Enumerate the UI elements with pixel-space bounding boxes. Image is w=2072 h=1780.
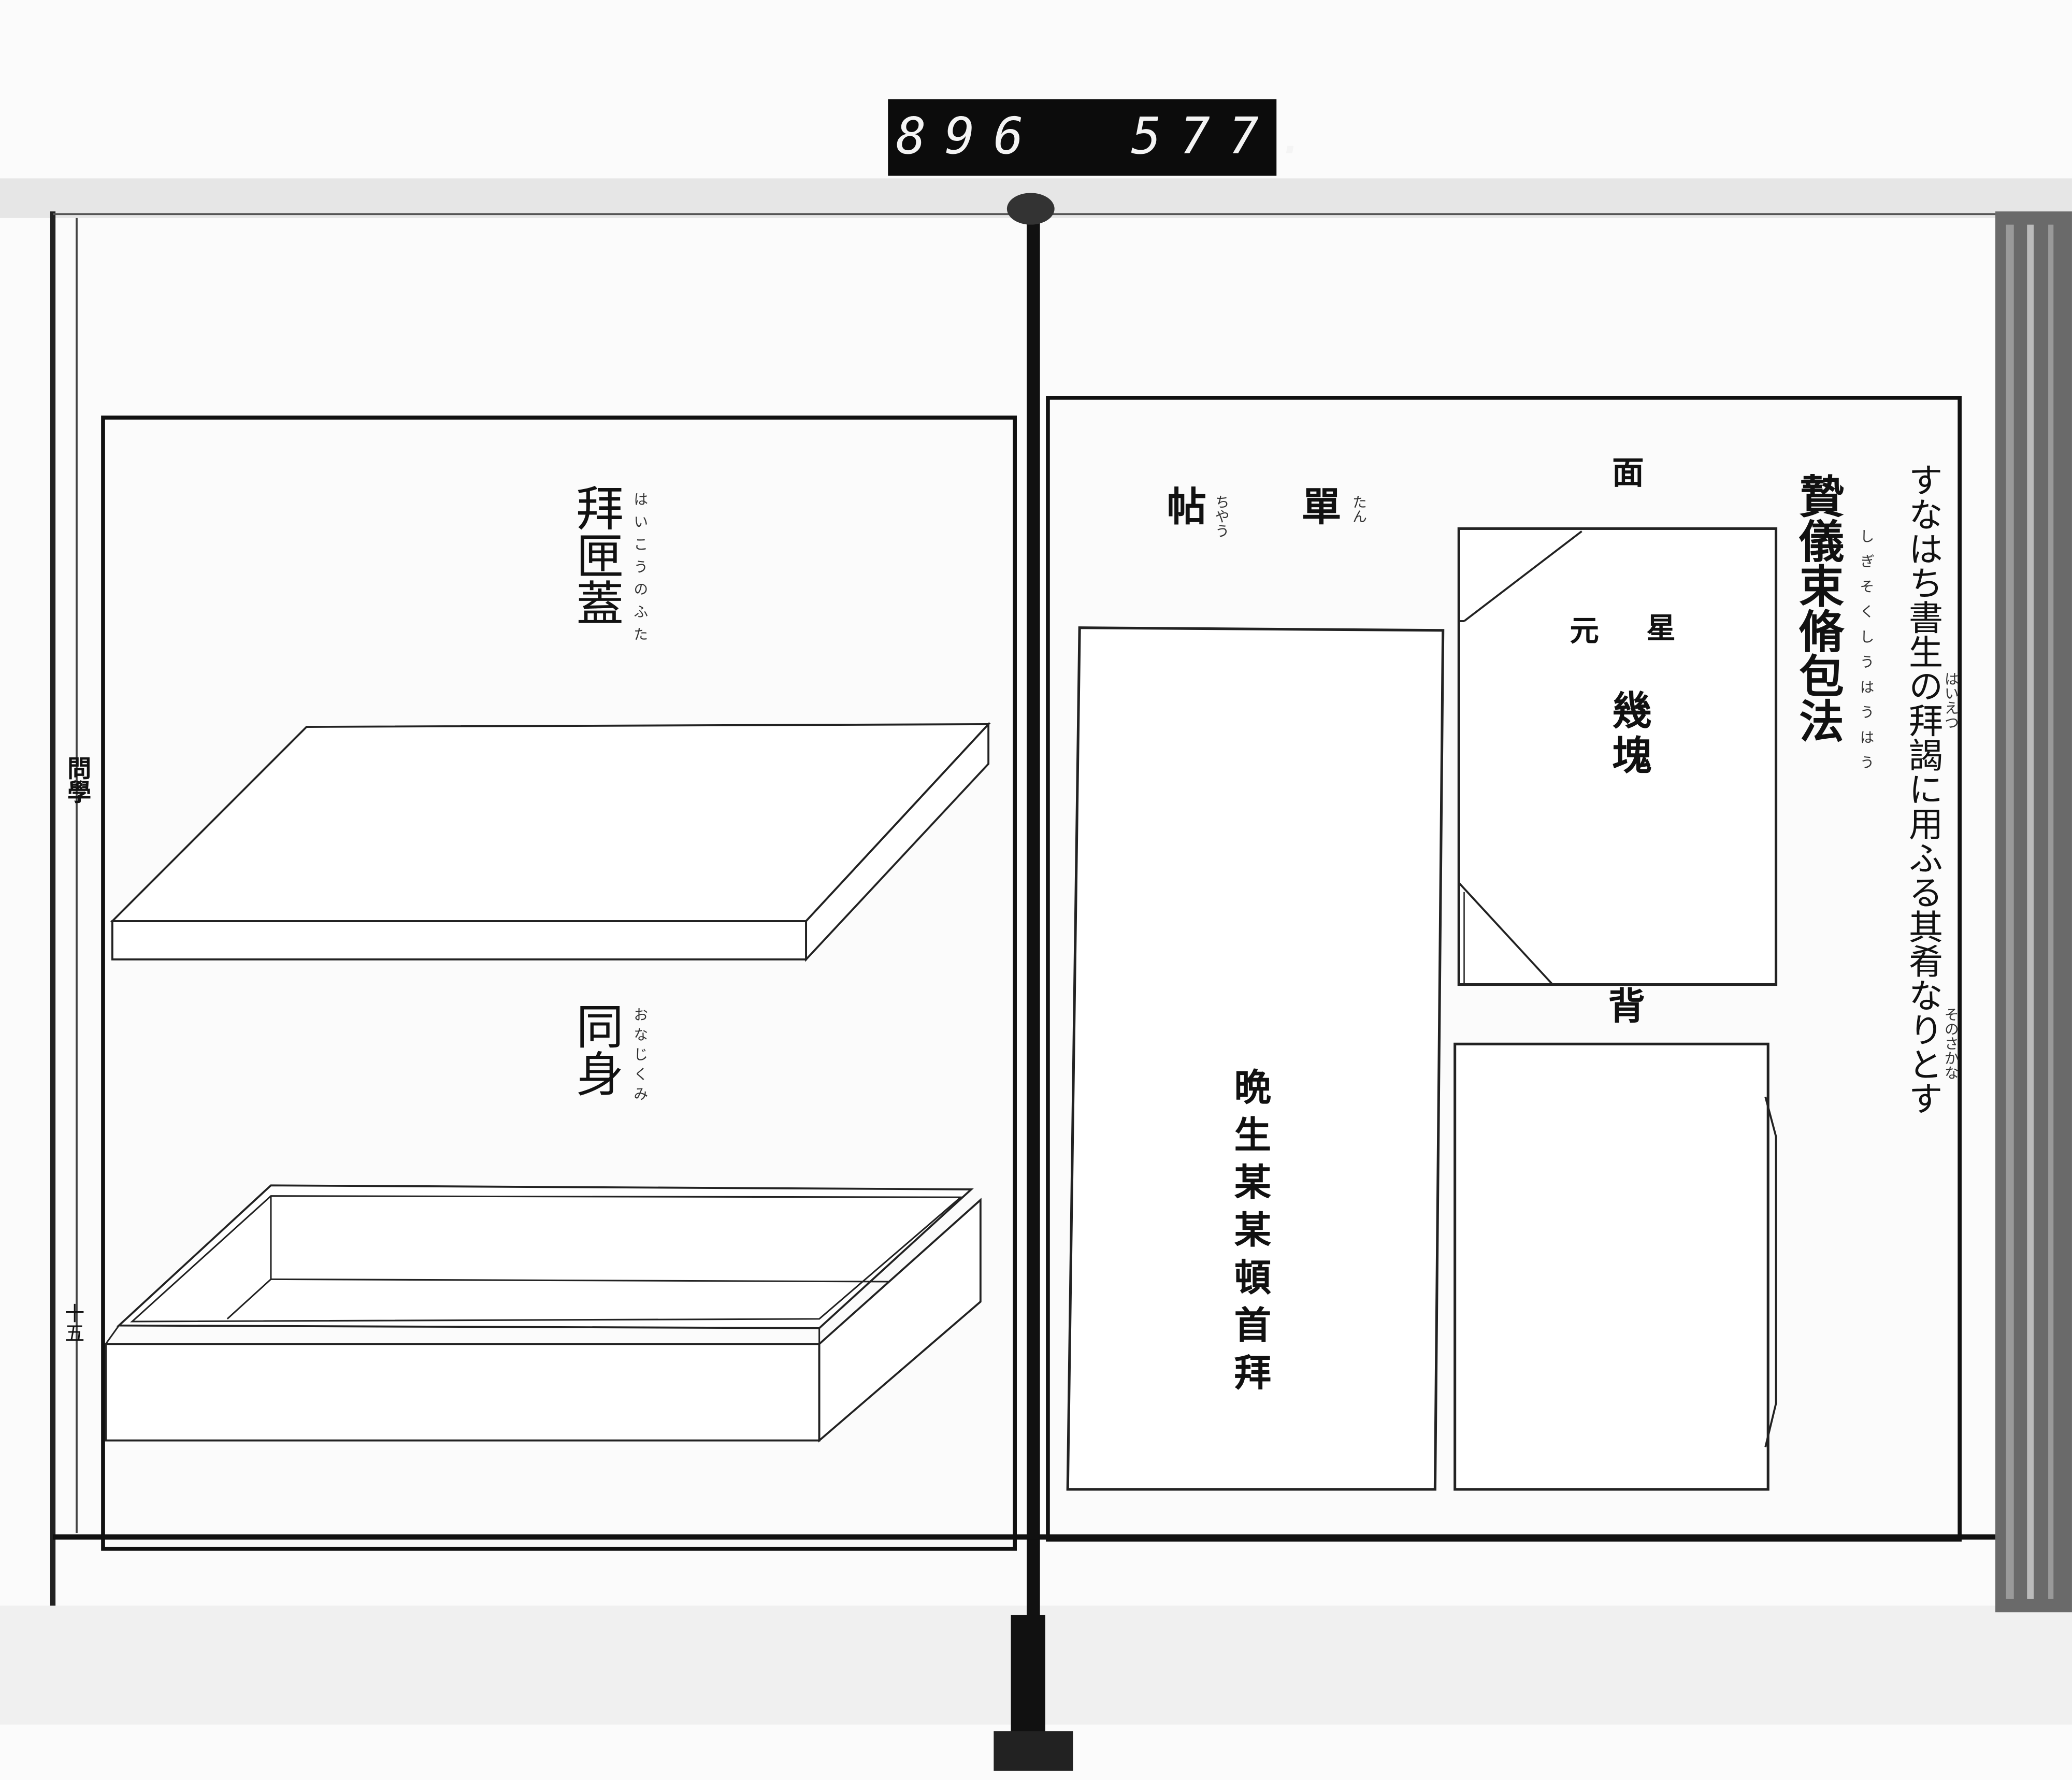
back-label: 背 (1608, 984, 1646, 1028)
lid-caption-ruby: はいこうのふた (631, 491, 649, 649)
catalog-number-left: 896 (896, 107, 1042, 165)
wrapper-back-fold (1764, 1096, 1777, 1447)
catalog-number-right: 577. (1131, 107, 1326, 165)
description-ruby-bottom: そのさかな (1942, 1007, 1960, 1080)
box-side-face (818, 1198, 982, 1443)
lid-side-face (805, 722, 990, 962)
wrapper-top-left: 元 (1570, 614, 1599, 649)
wrapper-back-outline (1454, 1042, 1769, 1491)
page-number: 十五 (62, 1303, 86, 1343)
body-caption: 同身 (568, 1001, 623, 1097)
card-heading-2: 帖 (1167, 485, 1207, 532)
section-title-ruby: しぎそくしうはうはう (1858, 528, 1875, 780)
right-frame (1046, 396, 1962, 1542)
lid-caption: 拜匣蓋 (568, 483, 623, 627)
wrapper-main-text: 幾塊 (1604, 690, 1651, 780)
left-frame (101, 415, 1017, 1551)
spine-foot (1011, 1615, 1045, 1734)
spine-base (994, 1731, 1073, 1771)
description-text: すなはち書生の拜謁に用ふる其肴なりとす (1903, 462, 1942, 1116)
card-heading-1: 單 (1301, 485, 1342, 532)
description-ruby-top: はいえつ (1942, 671, 1960, 730)
body-caption-ruby: おなじくみ (631, 1007, 649, 1107)
book-spine (1027, 211, 1040, 1718)
card-heading-2-ruby: ちやう (1213, 494, 1230, 538)
section-title: 贄儀束脩包法 (1790, 473, 1844, 743)
spine-top (1006, 193, 1055, 225)
box-front-face (105, 1343, 821, 1442)
wrapper-fold-bottom (1458, 882, 1553, 985)
wrapper-top-right: 星 (1646, 612, 1676, 647)
margin-title: 問學 (63, 756, 92, 804)
card-heading-1-ruby: たん (1350, 494, 1368, 524)
box-inner-opening (130, 1195, 963, 1323)
lid-front-face (111, 920, 808, 960)
wrapper-front-outline (1457, 527, 1778, 986)
front-label: 面 (1612, 453, 1644, 492)
catalog-number-label: 896 577. (888, 99, 1307, 176)
card-text: 晩生某某頓首拜 (1229, 1068, 1273, 1401)
wrapper-fold-top (1463, 530, 1582, 622)
card-outline (1066, 626, 1445, 1491)
